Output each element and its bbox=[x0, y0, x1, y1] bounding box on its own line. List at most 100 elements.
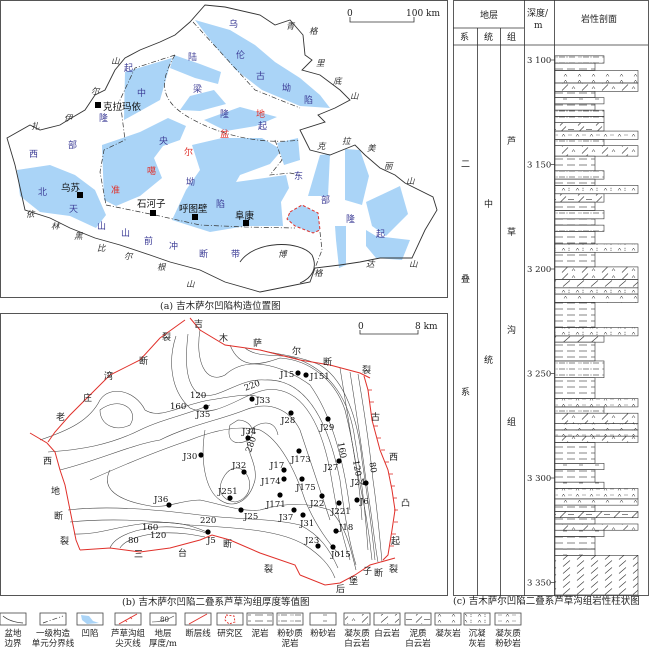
panel-b-frame bbox=[0, 313, 448, 596]
layer-tuffaceous-dolomite bbox=[554, 145, 639, 157]
sag-east-4 bbox=[366, 186, 408, 236]
unit-char: 央 bbox=[159, 135, 168, 147]
mountain-char: 尔 bbox=[91, 86, 101, 97]
mountain-char: 山 bbox=[350, 91, 359, 102]
layer-mudstone bbox=[554, 302, 596, 328]
layer-mudstone bbox=[554, 341, 596, 362]
well-marker-icon bbox=[291, 507, 297, 513]
scale-end: 8 km bbox=[415, 322, 438, 332]
panel-a-frame bbox=[0, 0, 448, 298]
well-marker-icon bbox=[336, 458, 342, 464]
legend-label: 粉砂岩 bbox=[310, 628, 336, 639]
mountain-char: 山 bbox=[111, 56, 120, 67]
mountain-char: 底 bbox=[333, 76, 343, 87]
unit-char: 古 bbox=[256, 70, 265, 82]
fault-char: 堡 bbox=[349, 575, 358, 587]
fault-char: 西 bbox=[389, 452, 398, 463]
basin-char: 地 bbox=[256, 108, 265, 120]
header-depth: 深度/ bbox=[527, 7, 549, 19]
unit-char: 山 bbox=[97, 221, 106, 232]
legend-item-sag: 凹陷 bbox=[76, 612, 104, 639]
fault-char: 地 bbox=[51, 485, 60, 497]
fault-char: 凸 bbox=[401, 498, 410, 509]
layer-dolomite bbox=[554, 279, 639, 289]
well-label: J174 bbox=[260, 477, 281, 487]
layer-tuffaceous-siltstone bbox=[554, 398, 639, 408]
well-J35: J35 bbox=[195, 404, 210, 420]
legend-item-fault: 断层线 bbox=[184, 612, 212, 639]
well-label: J22 bbox=[309, 499, 324, 509]
sag-areas bbox=[17, 20, 410, 268]
well-label: J171 bbox=[265, 500, 286, 510]
fault-char: 湾 bbox=[104, 370, 113, 382]
mountain-char: 比 bbox=[97, 243, 107, 254]
well-J23: J23 bbox=[304, 536, 321, 549]
scale-zero: 0 bbox=[358, 322, 364, 332]
mountain-char: 扎 bbox=[31, 121, 40, 132]
fault-char: 起 bbox=[391, 536, 400, 547]
header-system: 系 bbox=[460, 32, 469, 43]
well-marker-icon bbox=[295, 370, 301, 376]
well-J5: J5 bbox=[205, 529, 216, 546]
well-marker-icon bbox=[325, 416, 331, 422]
lithology-layers bbox=[554, 55, 639, 596]
formation-char: 草 bbox=[507, 226, 516, 238]
layer-mudstone bbox=[554, 178, 596, 186]
legend-label: 地层 bbox=[154, 628, 171, 639]
depth-tick-label: 3 200 bbox=[527, 265, 551, 275]
unit-char: 坳 bbox=[186, 176, 195, 188]
well-label: J35 bbox=[195, 410, 210, 420]
well-marker-icon bbox=[296, 448, 302, 454]
well-marker-icon bbox=[198, 452, 204, 458]
sag-zhongguai bbox=[124, 58, 172, 120]
houbaozi-fault bbox=[299, 557, 396, 586]
unit-char: 起 bbox=[124, 63, 133, 74]
panel-c-caption: (c) 吉木萨尔凹陷二叠系芦草沟组岩性柱状图 bbox=[453, 595, 640, 607]
legend-label: 粉砂岩 bbox=[495, 638, 521, 649]
depth-tick-label: 3 300 bbox=[527, 474, 551, 484]
well-label: J18 bbox=[338, 523, 353, 533]
well-J221: J221 bbox=[330, 500, 351, 517]
formation-char: 沟 bbox=[507, 324, 516, 336]
layer-silty-mudstone bbox=[554, 224, 605, 232]
formation-char: 芦 bbox=[507, 136, 516, 147]
sag-central-main bbox=[172, 138, 289, 232]
legend-label: 芦草沟组 bbox=[111, 628, 146, 639]
well-label: J5 bbox=[206, 536, 216, 546]
unit-char: 带 bbox=[231, 249, 240, 260]
mountain-char: 山 bbox=[186, 279, 195, 290]
well-J30: J30 bbox=[182, 452, 204, 462]
legend-label: 白云岩 bbox=[405, 638, 431, 649]
layer-mudstone bbox=[554, 517, 596, 525]
unit-char: 北 bbox=[38, 187, 47, 198]
depth-tick-label: 3 150 bbox=[527, 161, 551, 171]
city-label: 乌苏 bbox=[61, 182, 81, 194]
fault-char: 台 bbox=[178, 547, 187, 559]
unit-char: 山 bbox=[121, 228, 130, 239]
layer-tuff bbox=[554, 498, 639, 506]
basin-boundary bbox=[6, 4, 438, 293]
well-marker-icon bbox=[319, 493, 325, 499]
city-label: 呼图壁 bbox=[179, 203, 208, 215]
fault-char: 木 bbox=[219, 332, 228, 344]
sag-central-west bbox=[102, 118, 186, 206]
unit-char: 坳 bbox=[282, 82, 291, 94]
city-label: 克拉玛依 bbox=[103, 101, 142, 113]
unit-char: 陷 bbox=[304, 94, 313, 106]
mountain-char: 博 bbox=[278, 249, 288, 260]
well-marker-icon bbox=[281, 476, 287, 482]
mountain-char: 格 bbox=[314, 268, 324, 279]
fault-char: 裂 bbox=[264, 564, 273, 575]
basin-char: 噶 bbox=[147, 165, 156, 177]
mountain-char: 丽 bbox=[384, 162, 394, 172]
legend-swatch bbox=[0, 612, 27, 626]
well-J151: J151 bbox=[303, 372, 330, 382]
legend-label: 凝灰质 bbox=[344, 628, 370, 639]
unit-char: 中 bbox=[137, 87, 146, 99]
mountain-char: 林 bbox=[51, 221, 61, 232]
layer-argillaceous-dolomite bbox=[554, 193, 605, 203]
